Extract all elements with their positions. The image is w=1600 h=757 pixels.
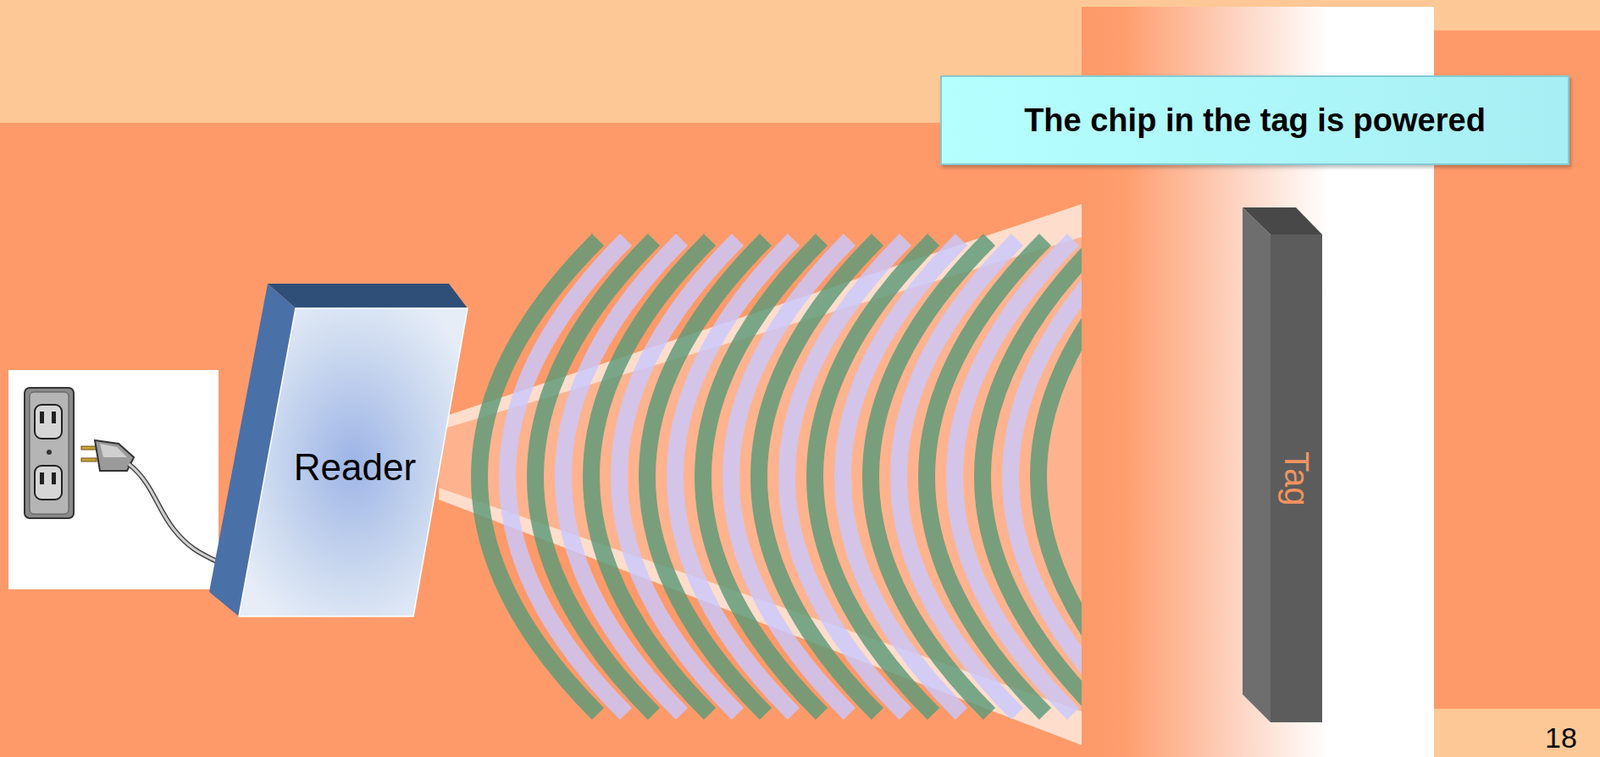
reader-text-box: Reader <box>260 442 450 493</box>
callout-text-box: The chip in the tag is powered <box>1024 102 1486 139</box>
tag-side-face <box>1242 207 1271 723</box>
bottom-corner-band <box>1433 708 1600 757</box>
rfid-tag: Tag <box>1242 207 1323 723</box>
callout-box: The chip in the tag is powered <box>940 75 1570 166</box>
tag-text-box: Tag <box>1270 234 1323 723</box>
reader-device: Reader <box>209 283 468 617</box>
radio-waves <box>479 239 1158 715</box>
tag-label: Tag <box>1277 451 1316 507</box>
slide-number: 18 <box>1544 721 1578 755</box>
power-outlet-illustration <box>8 370 219 590</box>
reader-front-face <box>238 308 468 617</box>
tag-front-face <box>1270 234 1323 723</box>
reader-top-face <box>267 283 468 309</box>
